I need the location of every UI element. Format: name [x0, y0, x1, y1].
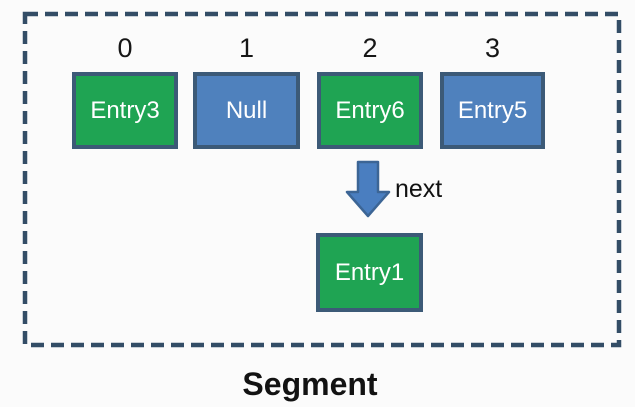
slot-label-3: Entry5	[457, 96, 528, 124]
slot-label-0: Entry3	[90, 96, 160, 124]
slot-index-3: 3	[484, 33, 501, 63]
slot-index-2: 2	[362, 33, 378, 63]
slot-label-2: Entry6	[335, 96, 405, 124]
linked-entry-label: Entry1	[334, 258, 405, 286]
slot-box-0: Entry3	[72, 72, 178, 149]
slot-label-1: Null	[225, 96, 268, 124]
linked-entry-box: Entry1	[316, 233, 423, 312]
next-arrow-label: next	[395, 175, 443, 203]
slot-box-1: Null	[193, 72, 300, 149]
slot-box-3: Entry5	[440, 72, 545, 149]
next-arrow-icon	[345, 160, 391, 218]
slot-box-2: Entry6	[317, 72, 423, 149]
slot-index-0: 0	[117, 33, 133, 63]
segment-caption: Segment	[242, 366, 378, 402]
slot-index-1: 1	[238, 33, 255, 63]
